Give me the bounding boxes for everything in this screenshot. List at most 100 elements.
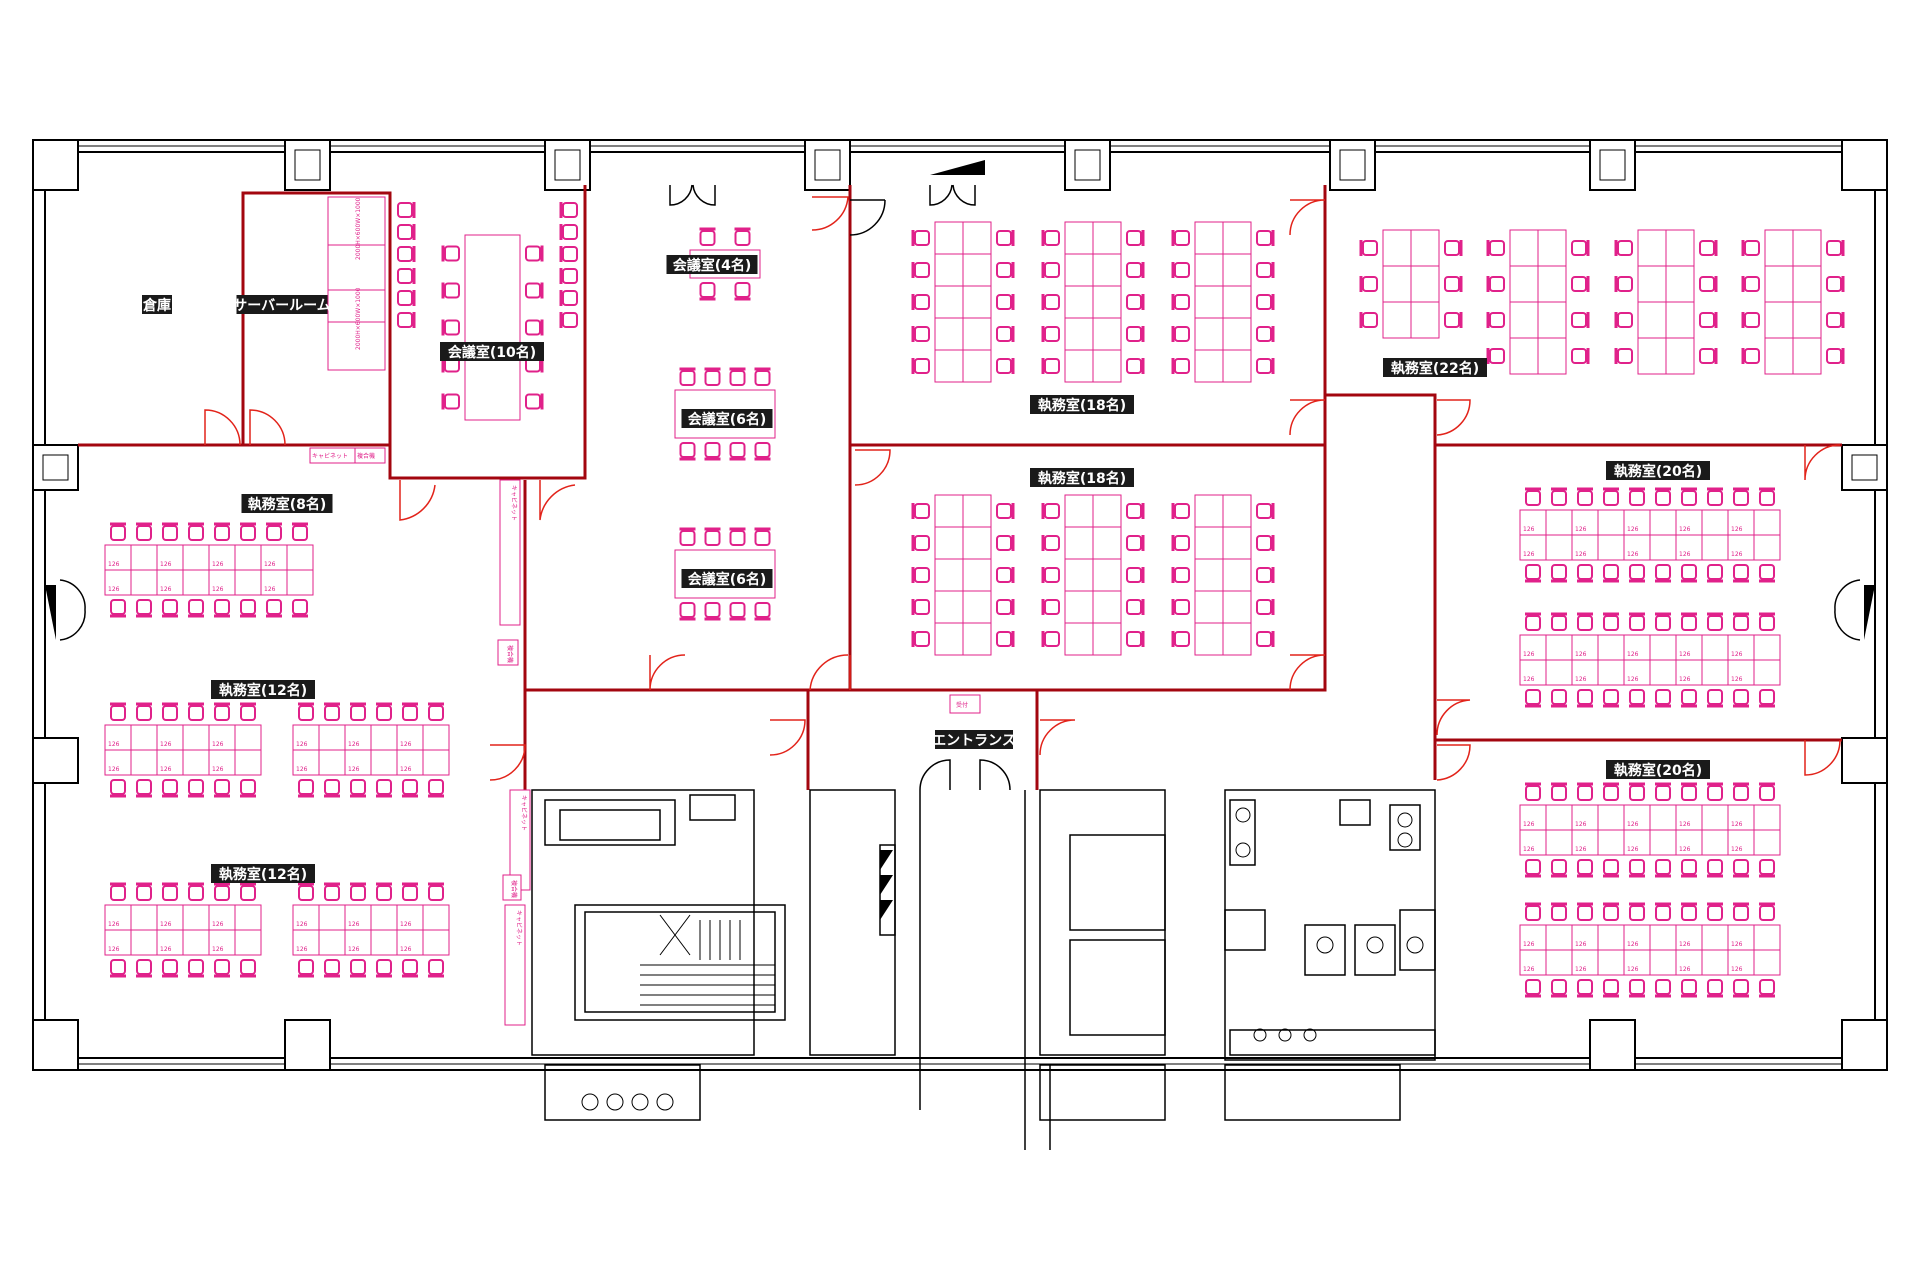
desk-size-label: 126 [1523,651,1535,658]
desk-size-label: 126 [1679,821,1691,828]
chair [1614,312,1633,328]
desk [1727,949,1755,976]
chair [1551,902,1567,921]
desk [370,749,398,776]
desk [396,724,424,751]
chair [1603,612,1619,631]
desk [1637,229,1667,267]
chair [240,522,256,541]
chair [214,702,230,721]
chair [214,959,230,978]
chair [110,702,126,721]
chair [292,522,308,541]
office-8-label: 執務室(8名) [241,494,333,513]
desk-size-label: 126 [1575,551,1587,558]
furniture-layer: 126 126 126 126 126 126 126 126 126 126 126 126 126 1… [104,202,1845,998]
desk-size-label: 126 [1679,651,1691,658]
chair [240,599,256,618]
desk [1064,494,1094,528]
desk [104,929,132,956]
desk [286,569,314,596]
chair [729,527,746,546]
chair [1614,348,1633,364]
chair [441,393,460,410]
desk [1792,301,1822,339]
chair [1577,564,1593,583]
chair [162,779,178,798]
chair [397,290,416,306]
chair [1733,487,1749,506]
chair [1826,348,1845,364]
svg-text:執務室(18名): 執務室(18名) [1038,397,1126,414]
desk [1509,229,1539,267]
chair [1655,902,1671,921]
chair [1041,503,1060,519]
desk [1727,509,1755,536]
desk [1222,590,1252,624]
desk [1382,301,1412,339]
svg-text:会議室(4名): 会議室(4名) [673,257,752,274]
desk [1194,317,1224,351]
desk-size-label: 126 [264,561,276,568]
chair [1571,240,1590,256]
chair [1699,240,1718,256]
desk-size-label: 126 [296,946,308,953]
desk [1637,265,1667,303]
chair [704,602,721,621]
desk [1509,337,1539,375]
desk [234,749,262,776]
room-labels: 倉庫サーバールーム会議室(10名)会議室(4名)会議室(6名)会議室(6名)執務… [142,255,1710,883]
chair [679,367,696,386]
chair [1171,535,1190,551]
rack-spec-label: 2000H×600W×1000 [355,287,362,350]
chair [1707,612,1723,631]
chair [1699,348,1718,364]
desk-size-label: 126 [348,921,360,928]
desk [370,929,398,956]
chair [350,959,366,978]
desk [1701,634,1729,661]
meeting-table [464,234,521,421]
chair [1126,535,1145,551]
chair [1603,979,1619,998]
desk-size-label: 126 [1731,966,1743,973]
desk [292,929,320,956]
desk-size-label: 126 [1523,821,1535,828]
desk-size-label: 126 [296,741,308,748]
chair [1655,689,1671,708]
desk [1545,949,1573,976]
chair [1629,612,1645,631]
chair [1759,689,1775,708]
desk [1649,804,1677,831]
chair [525,282,544,299]
chair [136,702,152,721]
meeting-6-label: 会議室(6名) [681,409,773,428]
chair [1603,859,1619,878]
desk-size-label: 126 [160,766,172,773]
chair [996,262,1015,278]
desk-size-label: 126 [1627,526,1639,533]
desk [1092,494,1122,528]
desk [962,622,992,656]
cabinet-label: キャビネット [520,795,528,831]
chair [1759,487,1775,506]
desk [1509,301,1539,339]
desk-size-label: 126 [1627,821,1639,828]
chair [110,882,126,901]
desk-size-label: 126 [1627,651,1639,658]
chair [1256,535,1275,551]
desk [1675,924,1703,951]
chair [402,959,418,978]
desk [318,724,346,751]
desk-size-label: 126 [400,946,412,953]
desk [396,749,424,776]
chair [1171,631,1190,647]
desk [130,569,158,596]
desk-size-label: 126 [1731,551,1743,558]
desk-size-label: 126 [1627,966,1639,973]
desk [1701,924,1729,951]
desk-size-label: 126 [1679,551,1691,558]
desk [962,317,992,351]
chair [1126,262,1145,278]
chair [911,326,930,342]
